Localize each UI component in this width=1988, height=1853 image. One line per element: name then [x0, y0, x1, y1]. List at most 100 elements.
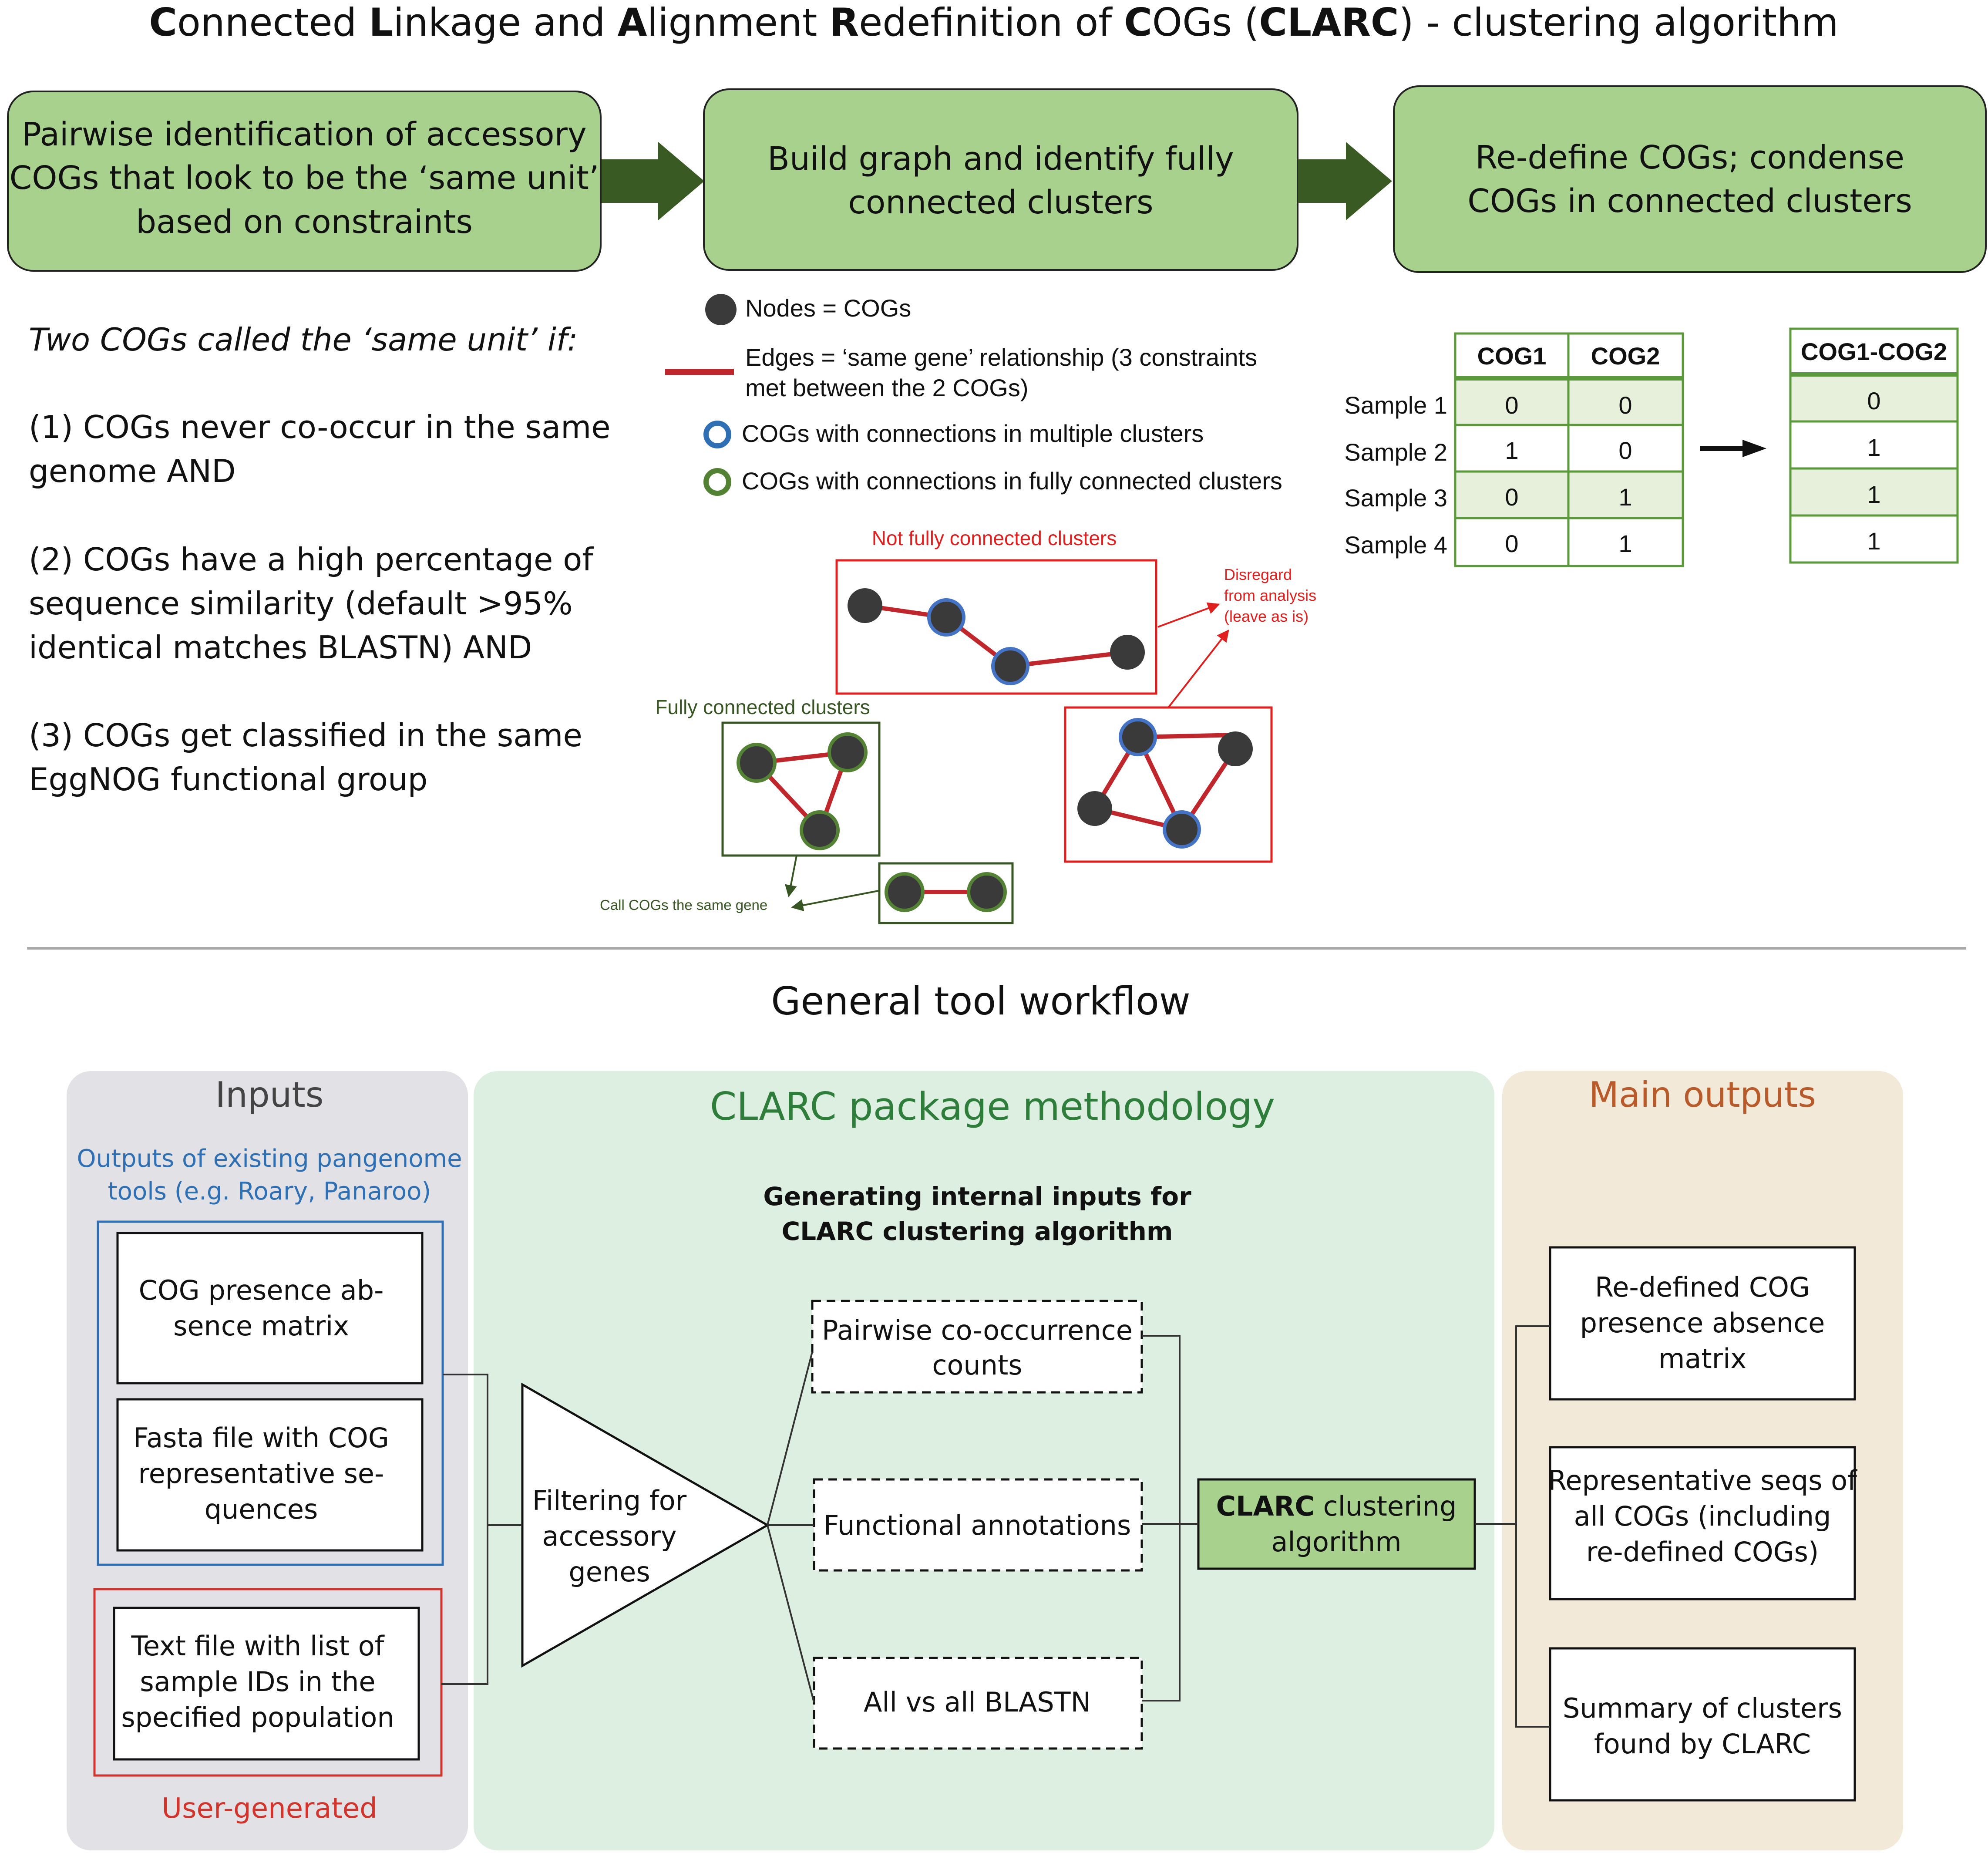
- criterion-1-line-1: (1) COGs never co-occur in the same: [29, 409, 611, 445]
- filter-line-2: accessory: [542, 1520, 676, 1552]
- legend-green-ring-icon: [703, 468, 731, 496]
- pair-node-2: [967, 872, 1007, 912]
- redefined-matrix-line-3: matrix: [1658, 1343, 1746, 1375]
- clarc-algorithm-box: [1197, 1478, 1476, 1570]
- criterion-2-line-2: sequence similarity (default >95%: [29, 585, 573, 622]
- step-box-1: [7, 91, 602, 272]
- call-same-label: Call COGs the same gene: [600, 897, 767, 913]
- quad-node-1: [1119, 718, 1157, 756]
- row-label-sample-1: Sample 1: [1344, 391, 1447, 419]
- triangle-cluster-box: [721, 721, 881, 857]
- step-1-line-1: Pairwise identification of accessory: [22, 116, 586, 153]
- triangle-node-2: [827, 732, 868, 772]
- workflow-connectors: [441, 1325, 1550, 1728]
- main-title: Connected Linkage and Alignment Redefini…: [149, 0, 1838, 45]
- cell-s1-cog1: 0: [1505, 391, 1518, 419]
- chain-node-3: [991, 647, 1029, 685]
- filter-line-1: Filtering for: [532, 1485, 687, 1516]
- user-generated-group: [93, 1588, 443, 1777]
- cell-s2-cog1: 1: [1505, 437, 1518, 464]
- step-arrow-1: [602, 142, 704, 220]
- clarc-algorithm-line-2: algorithm: [1271, 1526, 1401, 1558]
- legend-node-icon: [705, 294, 737, 325]
- quad-node-2: [1218, 731, 1253, 766]
- cog-matrix-box: [116, 1232, 424, 1385]
- chain-cluster-box: [835, 559, 1157, 695]
- cog-table: [1454, 332, 1684, 567]
- legend-edges-line-1: Edges = ‘same gene’ relationship (3 cons…: [745, 344, 1257, 371]
- call-arrow-2: [791, 890, 879, 911]
- cooccurrence-line-1: Pairwise co-occurrence: [822, 1314, 1133, 1346]
- filter-line-3: genes: [568, 1556, 650, 1588]
- fasta-line-2: representative se-: [138, 1458, 384, 1489]
- sample-list-line-2: sample IDs in the: [140, 1666, 375, 1698]
- redefined-matrix-line-1: Re-defined COG: [1595, 1271, 1810, 1303]
- step-2-line-2: connected clusters: [848, 184, 1153, 221]
- inputs-subtitle-line-1: Outputs of existing pangenome: [77, 1145, 462, 1173]
- row-label-sample-3: Sample 3: [1344, 484, 1447, 512]
- blastn-label: All vs all BLASTN: [864, 1686, 1091, 1718]
- disregard-line-3: (leave as is): [1224, 607, 1309, 625]
- redefined-matrix-line-2: presence absence: [1580, 1307, 1825, 1339]
- disregard-line-2: from analysis: [1224, 586, 1316, 604]
- fasta-box: [116, 1398, 424, 1552]
- legend-blue-label: COGs with connections in multiple cluste…: [742, 420, 1204, 447]
- fully-label: Fully connected clusters: [655, 696, 870, 718]
- cluster-summary-line-2: found by CLARC: [1594, 1728, 1811, 1760]
- quad-node-3: [1077, 791, 1112, 826]
- merged-header: COG1-COG2: [1801, 338, 1947, 365]
- triangle-node-1: [737, 743, 777, 783]
- step-2-line-1: Build graph and identify fully: [767, 140, 1234, 178]
- chain-node-4: [1110, 635, 1145, 670]
- methodology-panel: [474, 1071, 1494, 1850]
- merged-cell-4: 1: [1867, 527, 1880, 555]
- table-header-cog2: COG2: [1591, 342, 1660, 370]
- criterion-3-line-2: EggNOG functional group: [29, 761, 427, 798]
- disregard-line-1: Disregard: [1224, 566, 1292, 583]
- cell-s2-cog2: 0: [1618, 437, 1632, 464]
- row-label-sample-2: Sample 2: [1344, 438, 1447, 466]
- cog-matrix-line-2: sence matrix: [173, 1310, 349, 1342]
- methodology-subtitle-line-1: Generating internal inputs for: [763, 1182, 1191, 1211]
- criterion-2-line-3: identical matches BLASTN) AND: [29, 629, 532, 666]
- merged-cog-table: [1789, 327, 1959, 564]
- blastn-box: [813, 1657, 1143, 1750]
- cooccurrence-line-2: counts: [932, 1349, 1022, 1381]
- quad-node-4: [1163, 810, 1201, 849]
- workflow-title: General tool workflow: [771, 979, 1191, 1024]
- step-arrow-2: [1298, 142, 1392, 220]
- sample-list-line-3: specified population: [121, 1701, 394, 1733]
- cell-s1-cog2: 0: [1618, 391, 1632, 419]
- not-fully-label: Not fully connected clusters: [872, 527, 1117, 549]
- redefined-matrix-box: [1549, 1246, 1856, 1401]
- representative-seqs-line-2: all COGs (including: [1574, 1500, 1831, 1532]
- user-generated-label: User-generated: [161, 1792, 377, 1825]
- merged-cell-2: 1: [1867, 434, 1880, 461]
- sample-list-box: [113, 1607, 420, 1761]
- fasta-line-3: quences: [205, 1493, 318, 1525]
- representative-seqs-box: [1549, 1446, 1856, 1600]
- fasta-line-1: Fasta file with COG: [133, 1422, 389, 1454]
- representative-seqs-line-3: re-defined COGs): [1586, 1536, 1819, 1568]
- triangle-node-3: [800, 810, 840, 850]
- methodology-title: CLARC package methodology: [710, 1084, 1275, 1129]
- legend-nodes-label: Nodes = COGs: [745, 294, 911, 322]
- outputs-title: Main outputs: [1589, 1075, 1816, 1115]
- pair-cluster-box: [878, 862, 1014, 924]
- inputs-subtitle-line-2: tools (e.g. Roary, Panaroo): [108, 1177, 431, 1206]
- merged-cell-1: 0: [1867, 387, 1880, 414]
- representative-seqs-line-1: Representative seqs of: [1548, 1465, 1858, 1496]
- legend-blue-ring-icon: [703, 421, 731, 448]
- step-3-line-1: Re-define COGs; condense: [1475, 139, 1904, 176]
- row-label-sample-4: Sample 4: [1344, 531, 1447, 559]
- quad-edges: [1093, 733, 1238, 832]
- criterion-3-line-1: (3) COGs get classified in the same: [29, 717, 582, 754]
- cell-s3-cog1: 0: [1505, 483, 1518, 511]
- cooccurrence-box: [811, 1300, 1143, 1394]
- cell-s4-cog2: 1: [1618, 530, 1632, 557]
- merged-cell-3: 1: [1867, 481, 1880, 508]
- criterion-2-line-1: (2) COGs have a high percentage of: [29, 541, 594, 578]
- criterion-1-line-2: genome AND: [29, 453, 236, 489]
- functional-annotations-box: [813, 1478, 1143, 1572]
